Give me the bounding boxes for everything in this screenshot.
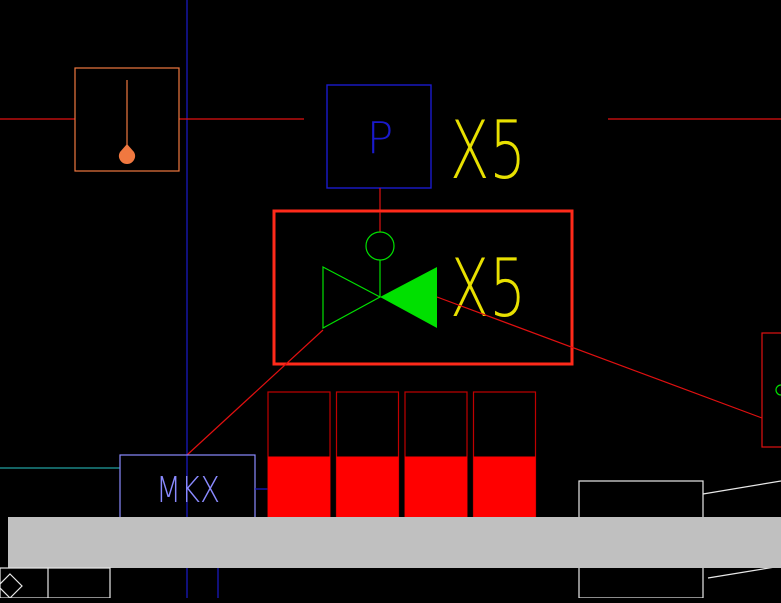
actuator-icon: [365, 231, 395, 261]
level-sensor-icon: [118, 144, 136, 165]
selection-highlight: [272, 209, 574, 366]
tank-group: [267, 391, 537, 522]
level-sensor[interactable]: [74, 67, 180, 172]
valve-multiplier: X5: [450, 242, 526, 335]
control-valve[interactable]: [322, 212, 437, 330]
below-floor-diamond-icon: [0, 573, 23, 599]
valve-left-triangle: [322, 266, 382, 330]
mkx-unit[interactable]: MKX: [119, 454, 256, 522]
pressure-box: [326, 84, 432, 189]
pressure-instrument[interactable]: P: [326, 84, 432, 189]
valve-to-right-line: [436, 296, 763, 419]
tank-1-level: [268, 456, 330, 521]
below-floor-box: [0, 567, 111, 599]
tank-4-level: [473, 456, 536, 521]
tank-3-level: [405, 456, 467, 521]
control-valve-icon: [380, 267, 437, 328]
pressure-letter: P: [367, 113, 394, 164]
right-device-box: [761, 332, 781, 448]
mkx-label: MKX: [156, 470, 220, 511]
floor-slab: [8, 517, 781, 568]
pressure-multiplier: X5: [450, 104, 526, 197]
level-sensor-box: [74, 67, 180, 172]
tank-2-level: [336, 456, 399, 521]
right-device-indicator: [775, 384, 781, 396]
valve-to-mkx-line: [186, 329, 324, 456]
right-white-line-1: [702, 480, 781, 495]
